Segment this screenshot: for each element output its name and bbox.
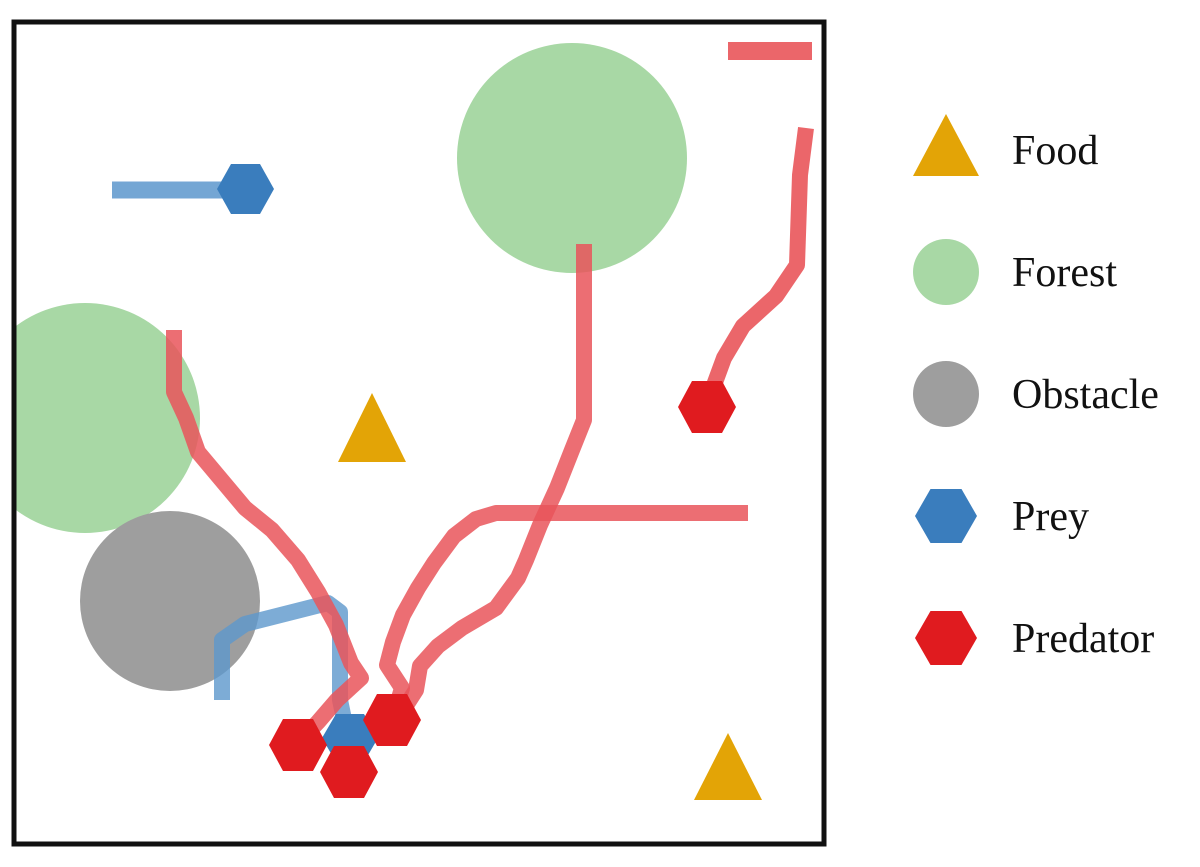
- food-triangle-icon: [913, 114, 979, 176]
- legend-label-obstacle: Obstacle: [1012, 372, 1159, 418]
- food-triangle-center: [338, 393, 406, 462]
- legend-label-food: Food: [1012, 128, 1098, 174]
- forest-circle-icon: [913, 239, 979, 305]
- obstacle: [80, 511, 260, 691]
- predator-hexagon-icon: [915, 611, 977, 665]
- predator-hexagon-right: [678, 381, 736, 433]
- legend-label-forest: Forest: [1012, 250, 1117, 296]
- legend-item-forest: Forest: [913, 239, 1117, 305]
- predator-trail-right: [698, 126, 814, 410]
- legend-label-predator: Predator: [1012, 616, 1154, 662]
- legend-item-food: Food: [913, 114, 1098, 176]
- legend-item-predator: Predator: [915, 611, 1154, 665]
- arena-border: [11, 19, 827, 847]
- predator-hexagon-1: [269, 719, 327, 771]
- legend-item-prey: Prey: [915, 489, 1089, 543]
- predator-hexagon-2: [320, 746, 378, 798]
- prey-hexagon-top: [217, 164, 274, 214]
- prey-hexagon-icon: [915, 489, 977, 543]
- obstacle-circle-icon: [913, 361, 979, 427]
- predator-trail-horizontal: [379, 505, 748, 715]
- forest-large: [457, 43, 687, 273]
- predator-trail-forest: [391, 244, 592, 723]
- legend-item-obstacle: Obstacle: [913, 361, 1159, 427]
- predator-trail-left: [166, 330, 369, 749]
- legend-label-prey: Prey: [1012, 494, 1089, 540]
- food-triangle-bottom-right: [694, 733, 762, 800]
- arena: [14, 42, 814, 800]
- forest-left: [14, 303, 200, 533]
- predator-hexagon-3: [363, 694, 421, 746]
